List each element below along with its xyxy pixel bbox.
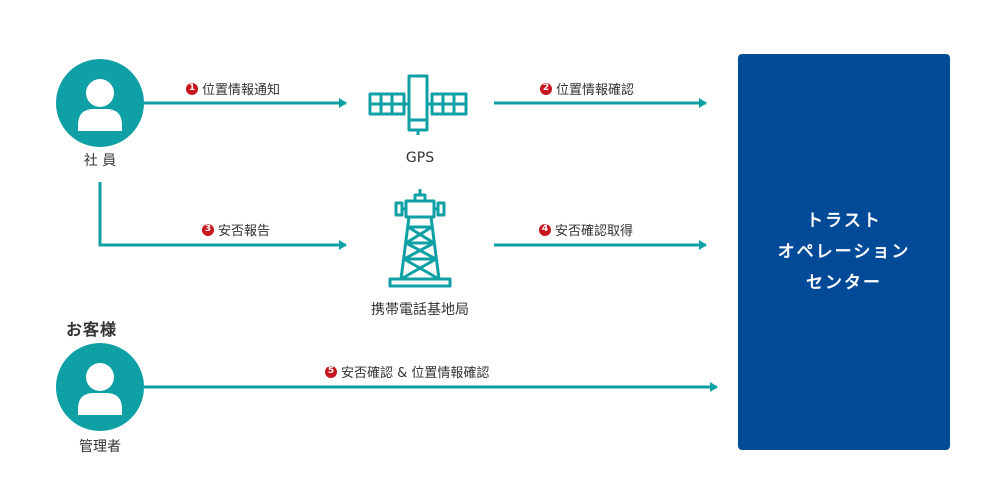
flow-3-arrow [98, 182, 347, 250]
cell-tower-icon [388, 189, 452, 288]
customer-group-title: お客様 [66, 320, 118, 339]
step-badge: 3 [202, 223, 214, 236]
person-icon [56, 59, 144, 147]
flow-3-label: 3 安否報告 [202, 220, 270, 239]
operation-center-box: トラスト オペレーション センター [738, 54, 950, 450]
step-badge: 2 [540, 82, 552, 95]
flow-4-label: 4 安否確認取得 [539, 220, 633, 239]
gps-label: GPS [405, 150, 435, 166]
flow-1-label: 1 位置情報通知 [186, 79, 280, 98]
person-icon [56, 343, 144, 431]
step-badge: 1 [186, 82, 198, 95]
step-badge: 4 [539, 223, 551, 236]
flow-2-label: 2 位置情報確認 [540, 79, 634, 98]
employee-label: 社 員 [83, 153, 117, 169]
satellite-icon [368, 74, 468, 135]
flow-5-label: 5 安否確認 & 位置情報確認 [325, 362, 489, 381]
employee-node [56, 59, 144, 147]
base-station-node [384, 187, 456, 289]
base-station-label: 携帯電話基地局 [371, 302, 469, 318]
step-badge: 5 [325, 365, 337, 378]
gps-node [366, 74, 470, 136]
operation-center-label: トラスト オペレーション センター [777, 210, 911, 293]
admin-label: 管理者 [79, 439, 121, 455]
admin-node [56, 343, 144, 431]
